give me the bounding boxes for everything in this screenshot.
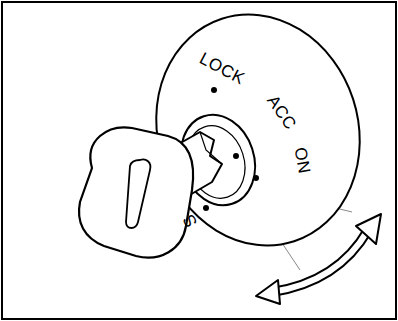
rotation-arrow [256, 214, 381, 304]
key-head [79, 127, 193, 257]
position-dot [233, 153, 239, 159]
key-blade-edge [200, 132, 222, 164]
position-label: ON [291, 145, 312, 174]
position-dot [253, 175, 259, 181]
key-slot [126, 159, 150, 228]
position-dot [203, 205, 209, 211]
position-dot [211, 87, 217, 93]
